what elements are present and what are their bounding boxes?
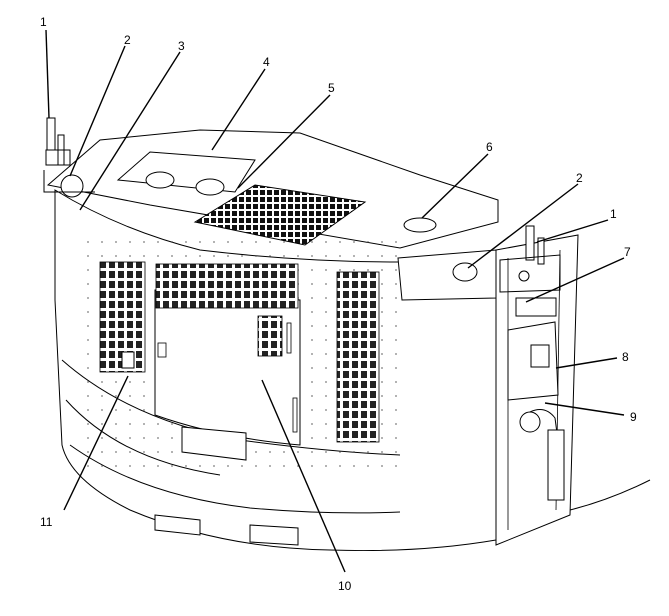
callout-4: 4: [263, 55, 270, 69]
fork-pockets: [154, 426, 299, 546]
top-right-port: [403, 217, 437, 233]
right-vent-panel: [336, 271, 380, 443]
callout-2-right: 2: [576, 171, 583, 185]
callout-labels: 1 2 3 4 5 6 2 1 7 8 9 10 11: [40, 15, 637, 593]
left-access-latch: [121, 351, 135, 369]
callout-11: 11: [40, 515, 53, 529]
junction-box: [507, 321, 559, 401]
nameplate: [515, 297, 557, 317]
right-top-bracket: [397, 249, 497, 301]
callout-8: 8: [622, 350, 629, 364]
left-port: [60, 174, 84, 198]
callout-leaders: [45, 29, 625, 573]
lift-post-left: [45, 117, 71, 166]
ground-cable: [569, 479, 651, 511]
callout-1-left: 1: [40, 15, 47, 29]
top-plate: [116, 151, 256, 196]
callout-9: 9: [630, 410, 637, 424]
top-vent-grille: [193, 184, 367, 246]
callout-2-left: 2: [124, 33, 131, 47]
callout-1-right: 1: [610, 207, 617, 221]
callout-5: 5: [328, 81, 335, 95]
lower-bracket: [547, 429, 565, 501]
callout-3: 3: [178, 39, 185, 53]
callout-6: 6: [486, 140, 493, 154]
callout-10: 10: [338, 579, 352, 593]
callout-7: 7: [624, 245, 631, 259]
right-port: [452, 262, 478, 282]
lift-post-right: [499, 225, 561, 293]
